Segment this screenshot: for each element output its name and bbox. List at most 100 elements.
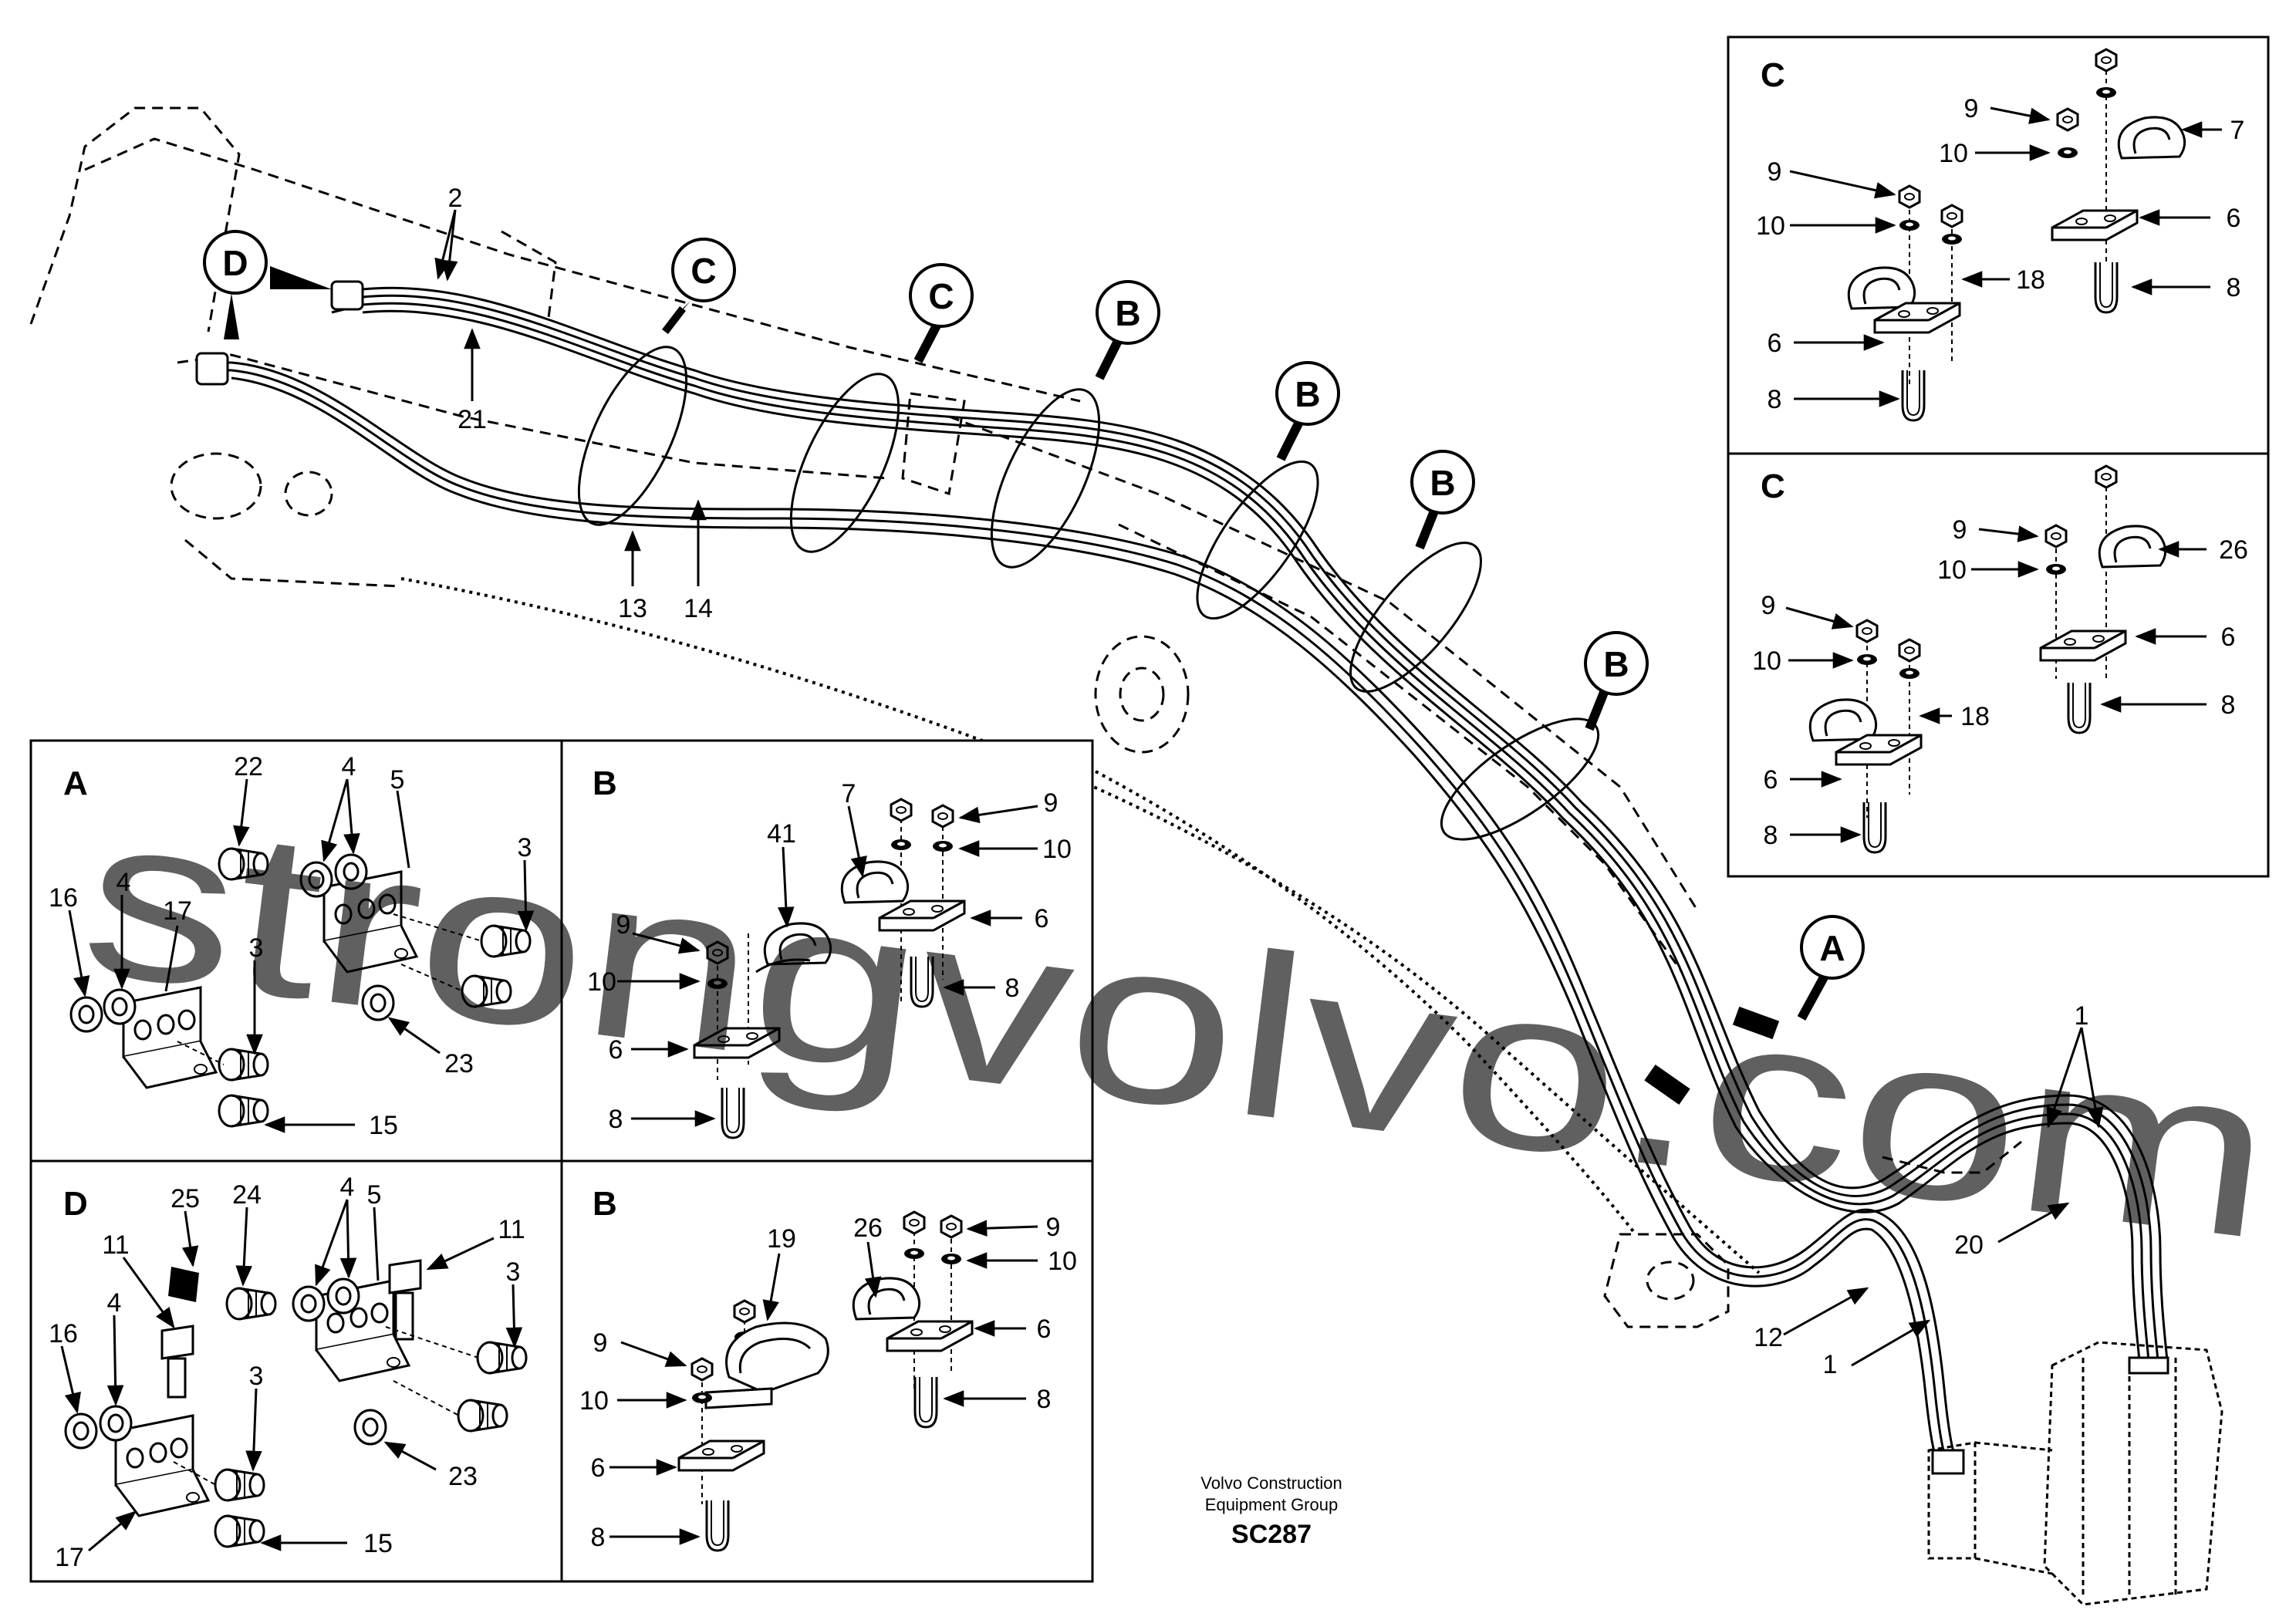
c-bottom-label-8b: 8 bbox=[1764, 821, 1778, 850]
caption-line-1: Volvo Construction bbox=[1200, 1473, 1342, 1493]
panel-c-bottom-letter: C bbox=[1761, 467, 1785, 505]
a-label-4b: 4 bbox=[116, 868, 131, 897]
c-bottom-label-26: 26 bbox=[2219, 535, 2248, 565]
c-top-label-7: 7 bbox=[2230, 116, 2245, 145]
callout-c-2: C bbox=[909, 263, 974, 363]
a-label-17: 17 bbox=[163, 896, 192, 926]
callout-d: D bbox=[203, 230, 332, 339]
c-top-label-9a: 9 bbox=[1964, 94, 1979, 123]
clamp-19 bbox=[704, 1321, 829, 1409]
callout-b-3: B bbox=[1410, 450, 1475, 550]
a-label-16: 16 bbox=[49, 883, 78, 913]
drawing-code: SC287 bbox=[1231, 1520, 1312, 1549]
callout-a: A bbox=[1797, 915, 1865, 1021]
c-top-label-6b: 6 bbox=[1768, 329, 1782, 358]
b-bottom-label-19: 19 bbox=[767, 1224, 796, 1254]
b-top-label-9b: 9 bbox=[616, 910, 631, 940]
b-top-label-10a: 10 bbox=[1042, 835, 1072, 864]
callout-c-1: C bbox=[662, 238, 736, 335]
d-label-24: 24 bbox=[232, 1180, 262, 1210]
c-bottom-label-9a: 9 bbox=[1953, 515, 1967, 545]
c-top-label-10b: 10 bbox=[1756, 211, 1785, 241]
c-top-label-6a: 6 bbox=[2227, 204, 2241, 233]
c-top-label-9b: 9 bbox=[1768, 157, 1782, 187]
b-top-label-6a: 6 bbox=[1035, 904, 1049, 933]
panel-c-top-letter: C bbox=[1761, 56, 1785, 94]
c-bottom-label-10b: 10 bbox=[1752, 646, 1781, 676]
callout-c-2-label: C bbox=[928, 276, 954, 316]
d-label-23: 23 bbox=[448, 1462, 478, 1491]
b-top-label-8a: 8 bbox=[1005, 974, 1020, 1003]
boom-outline bbox=[29, 106, 2022, 1328]
callout-b-2: B bbox=[1275, 361, 1340, 461]
c-top-label-8b: 8 bbox=[1768, 385, 1782, 414]
c-bottom-label-6a: 6 bbox=[2221, 623, 2236, 652]
callout-c-1-label: C bbox=[690, 251, 716, 291]
callout-b-4: B bbox=[1584, 631, 1649, 731]
panel-b-bottom: B 26 19 9 10 9 10 6 bbox=[560, 1159, 1094, 1583]
d-label-11b: 11 bbox=[102, 1230, 129, 1260]
d-label-16: 16 bbox=[49, 1319, 78, 1348]
d-label-4b: 4 bbox=[107, 1288, 122, 1318]
d-label-4a: 4 bbox=[340, 1173, 355, 1202]
panel-b-bottom-letter: B bbox=[593, 1185, 617, 1223]
b-bottom-label-9b: 9 bbox=[593, 1328, 608, 1358]
d-label-11a: 11 bbox=[498, 1215, 525, 1244]
bolt-11-top bbox=[388, 1259, 422, 1341]
a-label-4a: 4 bbox=[342, 752, 356, 781]
section-ellipses bbox=[577, 346, 1600, 841]
control-valve bbox=[1927, 1341, 2223, 1606]
b-bottom-label-26: 26 bbox=[853, 1213, 883, 1243]
main-leaders bbox=[434, 209, 2104, 1367]
b-top-label-9a: 9 bbox=[1044, 788, 1059, 818]
c-bottom-label-8a: 8 bbox=[2221, 690, 2236, 720]
c-bottom-label-6b: 6 bbox=[1764, 765, 1778, 795]
panel-a-letter: A bbox=[63, 764, 88, 802]
c-bottom-label-9b: 9 bbox=[1761, 591, 1776, 620]
a-label-23: 23 bbox=[444, 1049, 474, 1078]
b-top-label-6b: 6 bbox=[609, 1035, 623, 1065]
c-top-label-8a: 8 bbox=[2227, 273, 2241, 302]
c-top-label-18: 18 bbox=[2016, 265, 2045, 295]
b-bottom-label-10a: 10 bbox=[1048, 1247, 1077, 1276]
b-bottom-label-10b: 10 bbox=[579, 1386, 609, 1416]
label-21: 21 bbox=[458, 405, 487, 434]
b-top-label-7: 7 bbox=[842, 779, 856, 808]
a-label-3b: 3 bbox=[249, 933, 264, 963]
machine-outline bbox=[400, 577, 1761, 1274]
b-bottom-label-8b: 8 bbox=[591, 1523, 606, 1552]
d-label-5: 5 bbox=[367, 1180, 382, 1210]
caption-line-2: Equipment Group bbox=[1205, 1495, 1338, 1514]
hose-connectors bbox=[195, 280, 2169, 1475]
label-20: 20 bbox=[1954, 1230, 1984, 1260]
b-top-label-41: 41 bbox=[767, 819, 796, 849]
callout-b-2-label: B bbox=[1295, 374, 1320, 414]
c-bottom-label-10a: 10 bbox=[1937, 555, 1967, 585]
bolt-11-left bbox=[160, 1325, 194, 1399]
a-label-3a: 3 bbox=[518, 833, 532, 862]
callout-b-1-label: B bbox=[1115, 293, 1140, 333]
panel-d-letter: D bbox=[63, 1185, 88, 1223]
callout-b-3-label: B bbox=[1430, 463, 1455, 503]
panel-b-top: B 7 41 9 10 9 10 6 6 8 8 bbox=[560, 739, 1094, 1163]
label-14: 14 bbox=[684, 594, 713, 623]
label-1-b: 1 bbox=[1823, 1350, 1838, 1379]
b-top-label-10b: 10 bbox=[587, 967, 616, 997]
d-label-15: 15 bbox=[363, 1529, 393, 1558]
main-labels: 2 21 13 14 1 1 20 12 bbox=[448, 184, 2089, 1379]
panel-c-bottom: C 9 10 26 9 10 6 18 8 6 8 bbox=[1727, 452, 2270, 878]
callout-b-4-label: B bbox=[1603, 644, 1629, 684]
drawing-caption: Volvo Construction Equipment Group SC287 bbox=[1200, 1473, 1342, 1549]
b-bottom-label-9a: 9 bbox=[1046, 1213, 1061, 1242]
panel-c-top: C 9 10 7 9 10 6 18 8 6 8 bbox=[1727, 35, 2270, 455]
d-label-3b: 3 bbox=[249, 1362, 264, 1391]
panel-d: D 25 bbox=[29, 1159, 563, 1583]
a-label-15: 15 bbox=[369, 1111, 398, 1140]
c-bottom-label-18: 18 bbox=[1960, 702, 1990, 731]
panel-a: A 22 4 5 16 4 17 3 3 23 15 bbox=[29, 739, 563, 1163]
d-label-17: 17 bbox=[55, 1543, 84, 1572]
panel-b-top-letter: B bbox=[593, 764, 617, 802]
label-12: 12 bbox=[1754, 1323, 1783, 1352]
callout-a-label: A bbox=[1819, 928, 1845, 968]
